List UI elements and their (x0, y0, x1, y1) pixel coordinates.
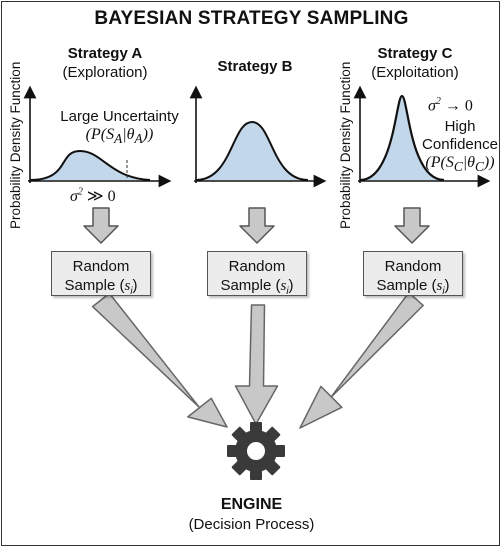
sample-box-b: Random Sample (si) (207, 251, 307, 297)
strategy-b-curve-fill (196, 122, 308, 180)
diagram-title: BAYESIAN STRATEGY SAMPLING (94, 8, 409, 29)
strategy-b-name: Strategy B (217, 58, 293, 75)
strategy-c-variance: σ2 → 0 (428, 96, 473, 115)
sample-box-c-line2: Sample (si) (376, 277, 450, 297)
arrow-down-b (239, 207, 275, 244)
strategy-c-note-2: Confidence (422, 136, 498, 153)
strategy-a-curve-fill (30, 151, 150, 180)
strategy-c-curve (359, 94, 445, 182)
strategy-a-formula: (P(SA|θA)) (85, 126, 154, 147)
strategy-b-curve (195, 120, 309, 181)
strategy-c-name: Strategy C (377, 45, 453, 62)
strategy-a-subtitle: (Exploration) (62, 64, 148, 81)
strategy-c-subtitle: (Exploitation) (371, 64, 459, 81)
strategy-c-formula: (P(SC|θC)) (425, 154, 495, 175)
arrow-down-c (394, 207, 430, 244)
sample-box-b-line1: Random (228, 258, 286, 275)
sample-box-a-line1: Random (72, 258, 130, 275)
sample-box-a-line2: Sample (si) (64, 277, 138, 297)
strategy-a-curve (29, 149, 151, 181)
arrow-converge-b (234, 304, 279, 425)
gear-icon (227, 422, 285, 480)
strategy-a-variance: σ2 ≫ 0 (70, 186, 116, 205)
engine-subtitle: (Decision Process) (188, 516, 315, 533)
arrow-converge-a (91, 292, 228, 428)
sample-box-b-line2: Sample (si) (220, 277, 294, 297)
strategy-a-note: Large Uncertainty (60, 108, 179, 125)
strategy-c-plot (353, 85, 491, 188)
strategy-a-name: Strategy A (67, 45, 143, 62)
arrow-down-a (83, 207, 119, 244)
sample-box-c: Random Sample (si) (363, 251, 463, 297)
strategy-c-curve-fill (360, 96, 444, 180)
sample-box-c-line1: Random (384, 258, 442, 275)
arrow-converge-c (299, 291, 424, 429)
engine-title: ENGINE (220, 496, 283, 513)
sample-box-a: Random Sample (si) (51, 251, 151, 297)
strategy-b-plot (189, 85, 327, 188)
strategy-c-note-1: High (444, 118, 476, 135)
strategy-a-plot (23, 85, 172, 188)
